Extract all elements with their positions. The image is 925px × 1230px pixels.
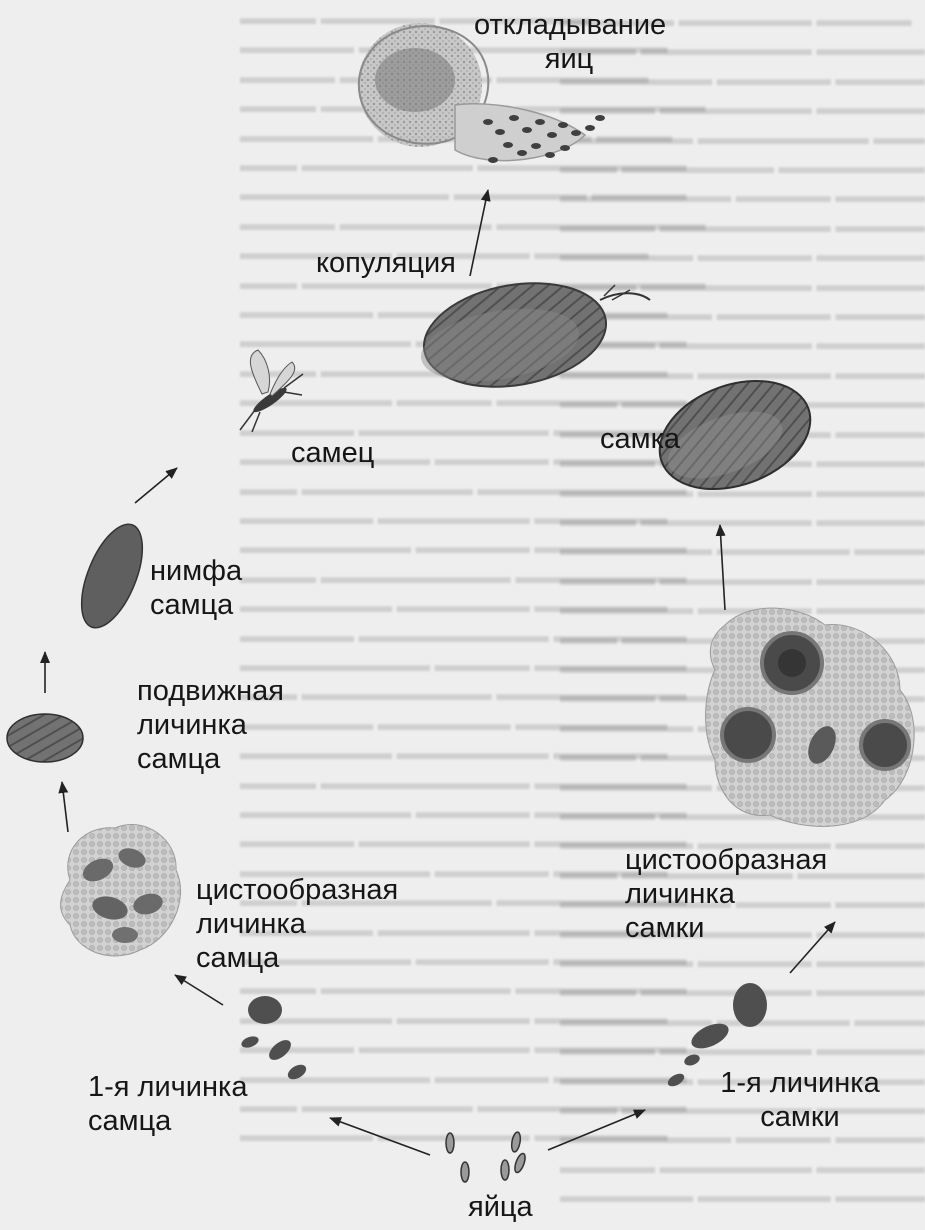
male-mobile-larva-illustration: [7, 714, 83, 762]
male-nymph-illustration: [69, 516, 155, 636]
label-female-cyst-larva-line2: личинка: [625, 877, 827, 911]
label-female-cyst-larva: цистообразная личинка самки: [625, 843, 827, 945]
male-adult-illustration: [240, 350, 303, 432]
label-male-first-larva: 1-я личинка самца: [88, 1070, 247, 1138]
label-male-nymph: нимфа самца: [150, 554, 242, 622]
label-male: самец: [291, 436, 374, 470]
arrow-male-cyst-to-mobile-larva: [62, 782, 68, 832]
label-male-mobile-larva-line3: самца: [137, 742, 284, 776]
label-male-nymph-line1: нимфа: [150, 554, 242, 588]
label-female-first-larva-line1: 1-я личинка: [690, 1066, 910, 1100]
label-male-first-larva-line1: 1-я личинка: [88, 1070, 247, 1104]
male-cyst-larva-illustration: [61, 824, 181, 956]
label-egg-laying-line2: яиц: [474, 42, 664, 76]
label-female-cyst-larva-line3: самки: [625, 911, 827, 945]
arrow-male-first-larva-to-cyst: [175, 975, 223, 1005]
arrow-copulation-to-egg-laying: [470, 190, 488, 276]
label-egg-laying-line1: откладывание: [474, 8, 664, 42]
label-male-first-larva-line2: самца: [88, 1104, 247, 1138]
label-female-first-larva: 1-я личинка самки: [690, 1066, 910, 1134]
arrow-nymph-to-male: [135, 468, 177, 503]
arrow-eggs-to-male-first-larva: [330, 1118, 430, 1155]
copulation-illustration: [415, 270, 650, 400]
label-male-nymph-line2: самца: [150, 588, 242, 622]
label-male-cyst-larva: цистообразная личинка самца: [196, 873, 398, 975]
label-female-first-larva-line2: самки: [690, 1100, 910, 1134]
label-male-mobile-larva: подвижная личинка самца: [137, 674, 284, 776]
label-male-mobile-larva-line2: личинка: [137, 708, 284, 742]
arrow-eggs-to-female-first-larva: [548, 1110, 645, 1150]
label-male-cyst-larva-line2: личинка: [196, 907, 398, 941]
eggs-illustration: [446, 1131, 527, 1182]
arrow-female-cyst-to-female: [720, 525, 725, 610]
label-male-mobile-larva-line1: подвижная: [137, 674, 284, 708]
label-male-cyst-larva-line3: самца: [196, 941, 398, 975]
female-cyst-larva-illustration: [706, 608, 915, 826]
label-female: самка: [600, 422, 680, 456]
male-first-larva-illustration: [240, 996, 309, 1082]
label-male-cyst-larva-line1: цистообразная: [196, 873, 398, 907]
label-copulation: копуляция: [316, 246, 456, 280]
label-eggs: яйца: [468, 1190, 533, 1224]
label-female-cyst-larva-line1: цистообразная: [625, 843, 827, 877]
label-egg-laying: откладывание яиц: [474, 8, 664, 76]
